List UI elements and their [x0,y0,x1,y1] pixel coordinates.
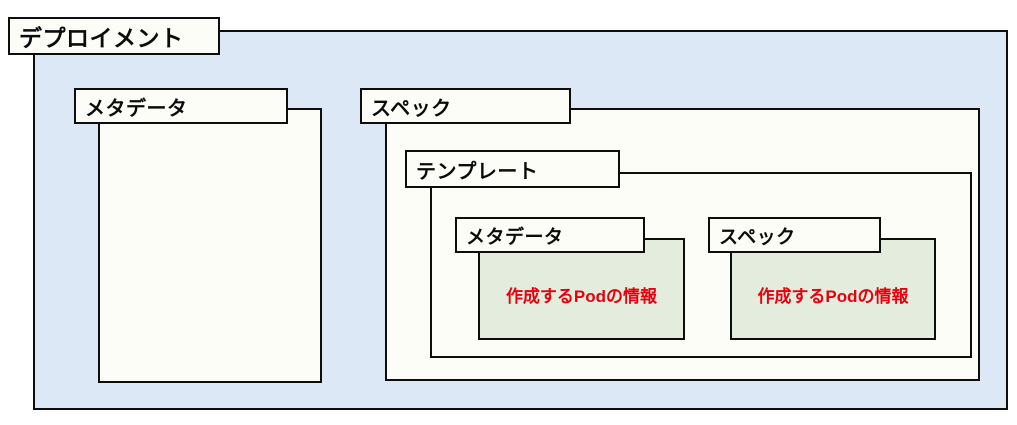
pod-spec-note: 作成するPodの情報 [757,287,909,306]
pod-template-label-text: テンプレート [416,160,539,183]
deployment-label-tab: デプロイメント [8,17,220,55]
pod-metadata-label-tab: メタデータ [455,217,645,253]
pod-metadata-note: 作成するPodの情報 [505,287,658,306]
deployment-metadata-label-tab: メタデータ [74,88,288,124]
pod-metadata-label-text: メタデータ [466,226,564,248]
deployment-spec-label-text: スペック [371,97,452,120]
deployment-metadata-label-text: メタデータ [85,97,188,120]
deployment-spec-label-tab: スペック [360,88,571,124]
pod-template-label-tab: テンプレート [405,150,620,188]
pod-spec-container: 作成するPodの情報 [730,238,936,340]
deployment-label-text: デプロイメント [19,25,184,51]
pod-spec-label-tab: スペック [708,217,881,253]
deployment-metadata-container [98,108,322,383]
pod-spec-label-text: スペック [719,226,796,248]
pod-metadata-container: 作成するPodの情報 [478,238,685,340]
